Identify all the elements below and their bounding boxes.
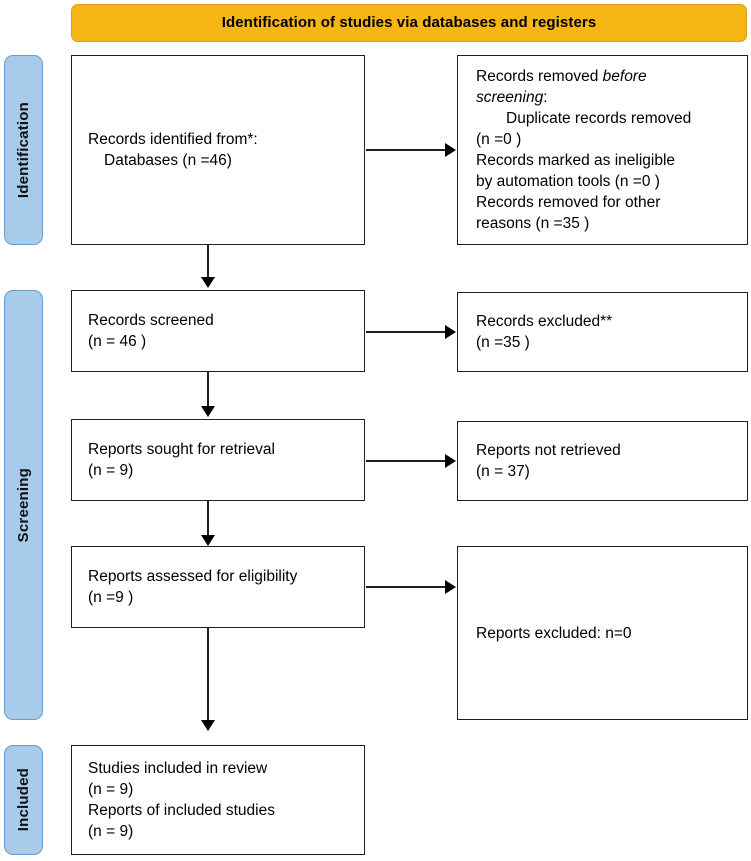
box-records-removed-content: Records removed before screening: Duplic… <box>458 66 747 234</box>
stage-label-screening-text: Screening <box>15 467 32 543</box>
box-records-excluded-content: Records excluded** (n =35 ) <box>458 311 747 353</box>
records-excluded-line-2: (n =35 ) <box>476 334 530 351</box>
records-screened-line-2: (n = 46 ) <box>88 333 147 350</box>
records-screened-line-1: Records screened <box>88 312 214 329</box>
connector-identified-to-screened-line <box>207 245 209 278</box>
connector-sought-to-notretrieved-arrow <box>445 454 456 468</box>
records-identified-line-1: Records identified from*: <box>88 131 258 148</box>
connector-screened-to-excluded-line <box>366 331 446 333</box>
records-removed-line-2: screening: <box>476 87 737 108</box>
box-reports-sought-content: Reports sought for retrieval (n = 9) <box>72 439 364 481</box>
records-removed-line-7: Records removed for other <box>476 194 661 211</box>
studies-included-line-3: Reports of included studies <box>88 802 275 819</box>
connector-sought-to-assessed-line <box>207 501 209 536</box>
box-studies-included: Studies included in review (n = 9) Repor… <box>71 745 365 855</box>
connector-sought-to-assessed-arrow <box>201 535 215 546</box>
records-removed-line-4: (n =0 ) <box>476 131 522 148</box>
stage-label-identification: Identification <box>4 55 43 245</box>
connector-assessed-to-excluded-arrow <box>445 580 456 594</box>
records-removed-line-1a: Records removed <box>476 68 603 85</box>
diagram-banner: Identification of studies via databases … <box>71 4 747 42</box>
box-records-identified: Records identified from*: Databases (n =… <box>71 55 365 245</box>
box-reports-assessed-content: Reports assessed for eligibility (n =9 ) <box>72 566 364 608</box>
records-removed-line-8: reasons (n =35 ) <box>476 215 590 232</box>
box-reports-not-retrieved: Reports not retrieved (n = 37) <box>457 421 748 501</box>
reports-not-retrieved-line-1: Reports not retrieved <box>476 442 621 459</box>
records-excluded-line-1: Records excluded** <box>476 313 613 330</box>
records-removed-line-6: by automation tools (n =0 ) <box>476 173 660 190</box>
reports-not-retrieved-line-2: (n = 37) <box>476 463 530 480</box>
records-removed-line-3: Duplicate records removed <box>506 110 692 127</box>
connector-screened-to-excluded-arrow <box>445 325 456 339</box>
connector-screened-to-sought-line <box>207 372 209 407</box>
banner-title: Identification of studies via databases … <box>221 13 597 31</box>
box-records-screened-content: Records screened (n = 46 ) <box>72 310 364 352</box>
reports-excluded-zero-line-1: Reports excluded: n=0 <box>476 624 632 642</box>
reports-assessed-line-2: (n =9 ) <box>88 589 134 606</box>
stage-label-screening: Screening <box>4 290 43 720</box>
connector-identified-to-removed-arrow <box>445 143 456 157</box>
records-removed-line-2-emphasis: screening <box>476 89 544 106</box>
connector-assessed-to-excluded-line <box>366 586 446 588</box>
reports-assessed-line-1: Reports assessed for eligibility <box>88 568 298 585</box>
connector-identified-to-removed-line <box>366 149 446 151</box>
connector-screened-to-sought-arrow <box>201 406 215 417</box>
box-reports-assessed: Reports assessed for eligibility (n =9 ) <box>71 546 365 628</box>
studies-included-line-4: (n = 9) <box>88 823 134 840</box>
box-records-removed: Records removed before screening: Duplic… <box>457 55 748 245</box>
connector-identified-to-screened-arrow <box>201 277 215 288</box>
records-removed-line-1: Records removed before <box>476 66 737 87</box>
box-reports-excluded-zero-content: Reports excluded: n=0 <box>458 623 747 644</box>
connector-assessed-to-included-line <box>207 628 209 721</box>
stage-label-identification-text: Identification <box>15 101 32 199</box>
connector-sought-to-notretrieved-line <box>366 460 446 462</box>
studies-included-line-2: (n = 9) <box>88 781 134 798</box>
box-studies-included-content: Studies included in review (n = 9) Repor… <box>72 758 364 842</box>
studies-included-line-1: Studies included in review <box>88 760 268 777</box>
stage-label-included: Included <box>4 745 43 855</box>
records-removed-line-5: Records marked as ineligible <box>476 152 676 169</box>
connector-assessed-to-included-arrow <box>201 720 215 731</box>
stage-label-included-text: Included <box>15 768 32 832</box>
records-identified-line-2: Databases (n =46) <box>104 152 232 169</box>
box-records-screened: Records screened (n = 46 ) <box>71 290 365 372</box>
reports-sought-line-1: Reports sought for retrieval <box>88 441 275 458</box>
box-records-excluded: Records excluded** (n =35 ) <box>457 292 748 372</box>
box-reports-sought: Reports sought for retrieval (n = 9) <box>71 419 365 501</box>
records-removed-line-1-emphasis: before <box>602 68 647 85</box>
reports-sought-line-2: (n = 9) <box>88 462 134 479</box>
box-reports-not-retrieved-content: Reports not retrieved (n = 37) <box>458 440 747 482</box>
box-records-identified-content: Records identified from*: Databases (n =… <box>72 129 364 171</box>
box-reports-excluded-zero: Reports excluded: n=0 <box>457 546 748 720</box>
records-removed-line-2b: : <box>543 89 548 106</box>
